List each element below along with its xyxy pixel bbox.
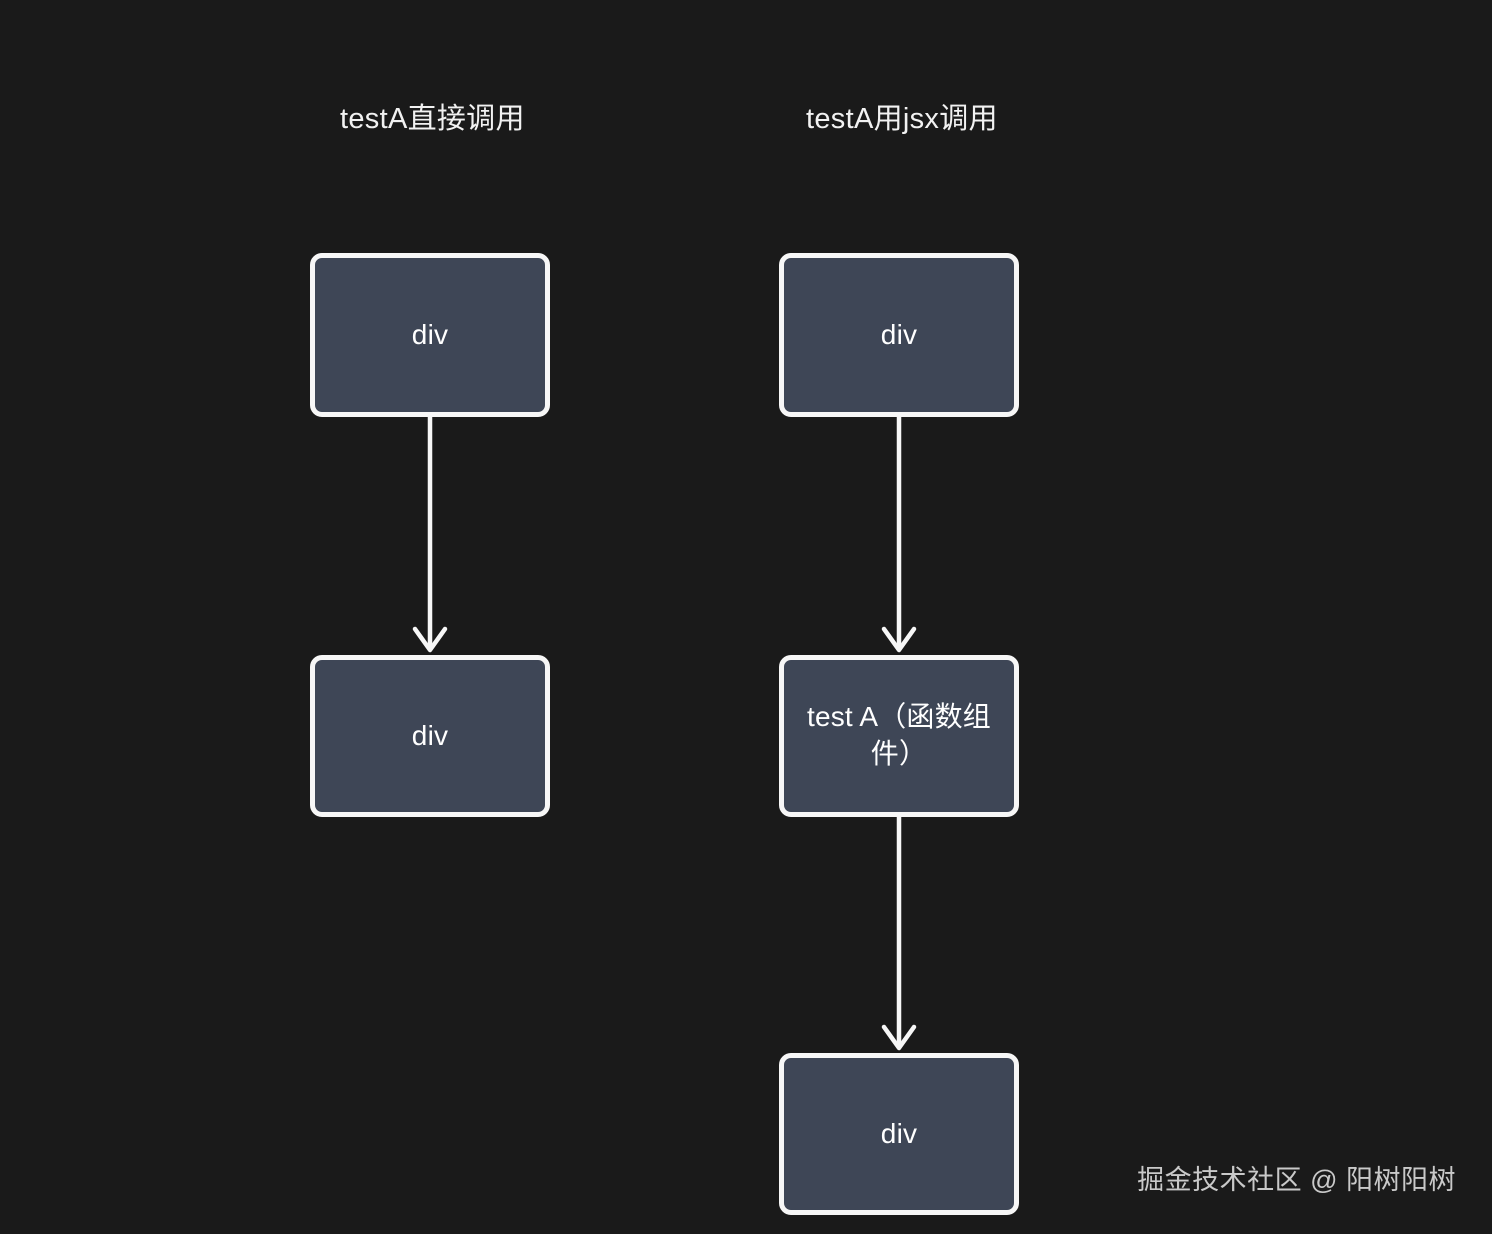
node-test-a-function-component[interactable]: test A（函数组件） [779, 655, 1019, 817]
node-label: div [411, 719, 449, 751]
arrow-a1-to-a2 [410, 417, 450, 655]
node-label: test A（函数组件） [806, 701, 992, 769]
node-div-a2[interactable]: div [310, 655, 550, 817]
column-title-jsx-call: testA用jsx调用 [806, 103, 998, 135]
node-div-b1[interactable]: div [779, 253, 1019, 417]
watermark: 掘金技术社区 @ 阳树阳树 [1137, 1165, 1456, 1195]
column-title-direct-call: testA直接调用 [340, 103, 525, 135]
node-label: div [880, 318, 918, 350]
node-label: div [880, 1117, 918, 1149]
node-div-a1[interactable]: div [310, 253, 550, 417]
arrow-b1-to-b2 [879, 417, 919, 655]
node-div-b3[interactable]: div [779, 1053, 1019, 1215]
node-label: div [411, 318, 449, 350]
arrow-b2-to-b3 [879, 817, 919, 1053]
